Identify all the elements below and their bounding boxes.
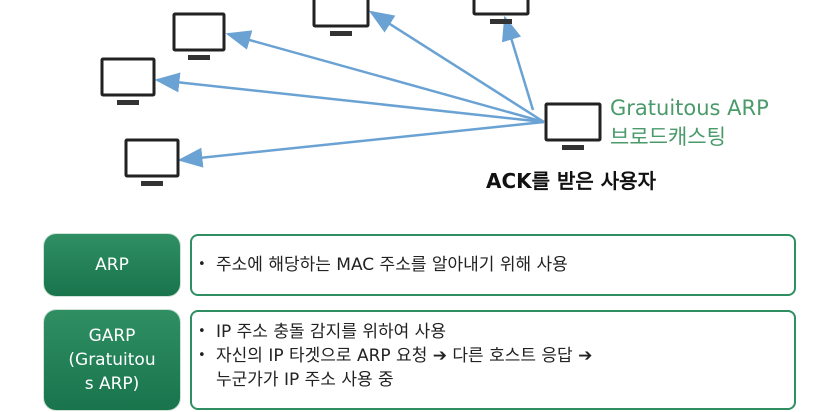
monitor-icon [312, 0, 370, 36]
garp-label-line: (Gratuitou [68, 350, 156, 370]
garp-label-line: s ARP) [84, 374, 140, 394]
arrow-icon [225, 30, 545, 124]
garp-bullet: IP 주소 충돌 감지를 위하여 사용 [198, 320, 794, 344]
garp-label-pill: GARP (Gratuitou s ARP) [44, 310, 180, 410]
arp-bullet: 주소에 해당하는 MAC 주소를 알아내기 위해 사용 [198, 253, 794, 277]
garp-bullet: 자신의 IP 타겟으로 ARP 요청 ➔ 다른 호스트 응답 ➔ [198, 344, 794, 368]
garp-label: Gratuitous ARP [610, 96, 769, 120]
ack-user-caption: ACK를 받은 사용자 [486, 169, 656, 193]
arp-label: ARP [95, 255, 129, 275]
garp-description-box: IP 주소 충돌 감지를 위하여 사용 자신의 IP 타겟으로 ARP 요청 ➔… [190, 310, 796, 410]
arrow-icon [501, 15, 535, 111]
arp-description-box: 주소에 해당하는 MAC 주소를 알아내기 위해 사용 [190, 234, 796, 296]
monitor-icon [100, 57, 156, 105]
monitor-icon [124, 138, 180, 186]
monitor-icon [472, 0, 530, 24]
arrow-icon [368, 10, 545, 124]
arrow-icon [154, 72, 545, 124]
arrow-icon [177, 120, 545, 168]
broadcast-arrows [154, 10, 545, 168]
garp-label-line: GARP [88, 326, 136, 346]
arp-label-pill: ARP [44, 234, 180, 296]
monitor-icon [544, 102, 602, 150]
broadcasting-label: 브로드캐스팅 [610, 125, 726, 149]
monitor-icon [172, 12, 226, 60]
monitors [100, 0, 602, 186]
garp-bullet-continuation: 누군가가 IP 주소 사용 중 [216, 370, 394, 390]
